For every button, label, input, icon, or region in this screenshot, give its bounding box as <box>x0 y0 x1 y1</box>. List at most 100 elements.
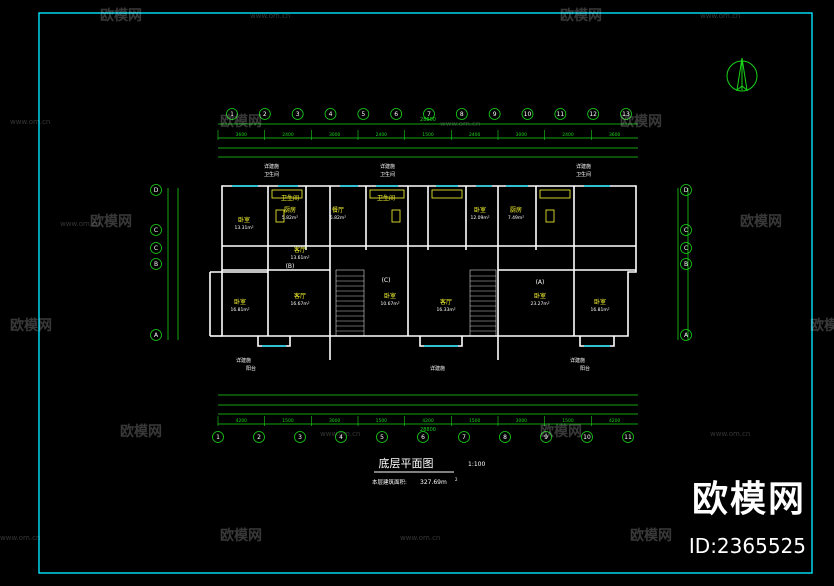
watermark-brand: 欧模网 <box>100 7 142 24</box>
bottom-segment-dimension: 1500 <box>282 418 294 424</box>
top-axis-bubble: 13 <box>620 108 632 120</box>
top-axis-label: 6 <box>394 111 398 118</box>
bottom-axis-label: 7 <box>462 434 466 441</box>
watermark-brand: 欧模网 <box>630 527 672 544</box>
room-name: 卫生间 <box>281 194 299 202</box>
bottom-axis-bubble: 2 <box>253 431 265 443</box>
top-axis-label: 7 <box>427 111 431 118</box>
bottom-overall-dimension: 28800 <box>420 427 436 433</box>
bottom-segment-dimension: 1500 <box>469 418 481 424</box>
watermark-brand: 欧模网 <box>10 317 52 334</box>
row-axis-label: D <box>154 187 159 194</box>
bottom-axis-label: 5 <box>380 434 384 441</box>
note-balcony-2: 阳台 <box>580 365 590 372</box>
note-detail-3: 详建施 <box>576 163 591 170</box>
bottom-axis-label: 9 <box>544 434 548 441</box>
watermark-site: www.om.cn <box>0 534 40 542</box>
bottom-axis-bubble: 4 <box>335 431 347 443</box>
row-axis-bubble: C <box>680 242 692 254</box>
bottom-axis-label: 10 <box>583 434 591 441</box>
bottom-segment-dimension: 3000 <box>329 418 341 424</box>
room-area: 12.09m² <box>470 215 489 221</box>
drawing-title: 底层平面图 <box>379 456 434 470</box>
stair-icon <box>335 269 497 337</box>
top-axis-bubble: 11 <box>554 108 567 120</box>
watermark-layer: 欧模网欧模网欧模网欧模网欧模网欧模网欧模网欧模网欧模网欧模网欧模网欧模网www.… <box>0 7 834 544</box>
top-axis-label: 1 <box>230 111 234 118</box>
room-area: 16.81m² <box>230 307 249 313</box>
bottom-axis-label: 11 <box>624 434 632 441</box>
top-axis-label: 5 <box>361 111 365 118</box>
row-axis-label: C <box>154 227 158 234</box>
top-axis-bubble: 10 <box>521 108 534 120</box>
bottom-segment-dimension: 1500 <box>562 418 574 424</box>
row-axis-bubble: C <box>150 224 162 236</box>
watermark-site: www.om.cn <box>440 120 480 128</box>
top-axis-label: 4 <box>329 111 333 118</box>
top-segment-dimension: 3600 <box>609 132 621 138</box>
bottom-axis-label: 6 <box>421 434 425 441</box>
watermark-site: www.om.cn <box>10 118 50 126</box>
row-axis-label: B <box>684 261 688 268</box>
row-axis-label: A <box>154 332 159 339</box>
bottom-axis-bubble: 8 <box>499 431 511 443</box>
bottom-axis-bubble: 5 <box>376 431 388 443</box>
room-name: 厨房 <box>510 206 522 214</box>
room-name: 卧室 <box>534 292 546 300</box>
watermark-site: www.om.cn <box>60 220 100 228</box>
room-name: 卧室 <box>594 298 606 306</box>
building-walls <box>209 185 637 360</box>
top-axis-bubble: 7 <box>423 108 435 120</box>
top-axis-bubble: 4 <box>324 108 337 120</box>
row-axis-bubble: C <box>150 242 162 254</box>
brand-id: ID:2365525 <box>688 534 806 558</box>
unit-label-a: (A) <box>536 279 545 286</box>
note-balcony-1: 阳台 <box>246 365 256 372</box>
watermark-brand: 欧模网 <box>540 423 582 440</box>
room-area: 13.61m² <box>290 255 309 261</box>
row-axis-bubble: C <box>680 224 692 236</box>
room-name: 客厅 <box>294 246 306 254</box>
note-bath-1: 卫生间 <box>264 171 279 178</box>
room-area: 16.67m² <box>290 301 309 307</box>
top-axis-label: 2 <box>263 111 267 118</box>
row-axis-label: B <box>154 261 158 268</box>
room-name: 厨房 <box>284 206 296 214</box>
bottom-axis-bubble: 6 <box>417 431 429 443</box>
bottom-axis-label: 4 <box>339 434 343 441</box>
row-axis-label: A <box>684 332 689 339</box>
watermark-brand: 欧模网 <box>620 113 662 130</box>
watermark-site: www.om.cn <box>700 12 740 20</box>
top-axis-bubble: 3 <box>291 108 304 120</box>
top-axis-bubble: 8 <box>455 108 468 120</box>
bottom-axis-label: 1 <box>216 434 220 441</box>
row-axis-label: D <box>684 187 689 194</box>
note-detail-1: 详建施 <box>264 163 279 170</box>
top-axis-label: 13 <box>622 111 630 118</box>
bottom-axis-label: 2 <box>257 434 261 441</box>
top-axis-bubble: 5 <box>357 108 370 120</box>
top-axis-label: 11 <box>557 111 565 118</box>
room-name: 客厅 <box>440 298 452 306</box>
row-axis-bubble: B <box>150 258 162 270</box>
area-label: 本层建筑面积: <box>372 478 407 486</box>
note-bath-2: 卫生间 <box>380 171 395 178</box>
top-overall-dimension: 28800 <box>420 117 436 123</box>
top-segment-dimension: 2400 <box>376 132 388 138</box>
note-detail-5: 详建施 <box>430 365 445 372</box>
top-segment-dimension: 2400 <box>469 132 481 138</box>
top-axis-bubble: 12 <box>587 108 600 120</box>
room-area: 10.67m² <box>380 301 399 307</box>
room-name: 餐厅 <box>332 206 344 214</box>
room-area: 16.81m² <box>590 307 609 313</box>
bottom-axis-bubble: 11 <box>622 431 634 443</box>
room-name: 卧室 <box>238 216 250 224</box>
watermark-brand: 欧模网 <box>220 113 262 130</box>
top-axis-label: 12 <box>589 111 597 118</box>
